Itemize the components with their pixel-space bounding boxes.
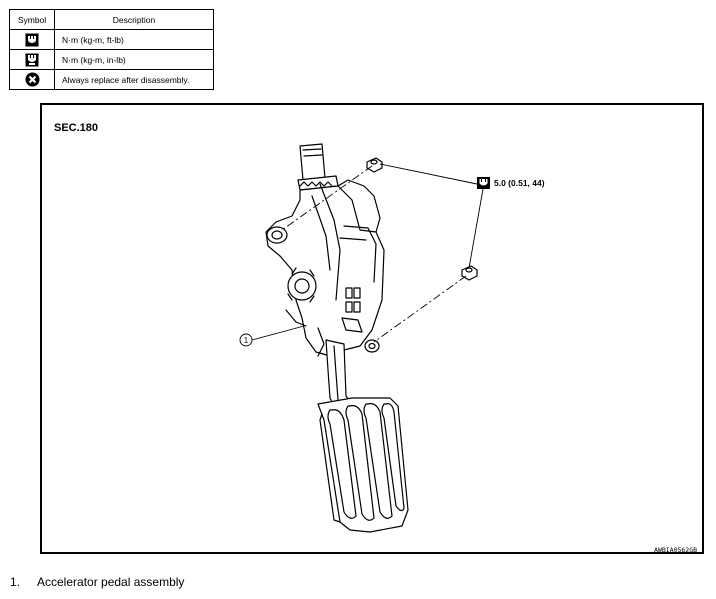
section-label: SEC.180	[54, 122, 99, 134]
legend-row: N·m (kg-m, in-lb)	[9, 49, 214, 70]
legend-row: Always replace after disassembly.	[9, 69, 214, 90]
lower-alignment-line	[373, 275, 467, 343]
image-code: AWBIA0562GB	[654, 546, 698, 554]
lower-nut	[461, 265, 478, 281]
upper-alignment-line	[281, 165, 373, 231]
part-number: 1.	[10, 575, 21, 589]
sensor-connector	[297, 143, 339, 191]
replace-icon	[25, 72, 39, 87]
pedal-pad	[317, 397, 409, 533]
torque-leader-upper	[379, 163, 478, 185]
torque-leader-lower	[468, 188, 484, 269]
torque-wrench-icon	[477, 177, 490, 189]
torque-wrench-icon	[25, 33, 39, 46]
upper-nut	[366, 157, 383, 173]
parts-list-item: 1. Accelerator pedal assembly	[10, 575, 184, 589]
symbol-legend-table: Symbol Description N·m (kg-m, ft-lb) N·m…	[9, 9, 214, 90]
callout-1: 1	[239, 325, 305, 347]
part-name: Accelerator pedal assembly	[37, 575, 185, 589]
callout-number: 1	[244, 336, 249, 345]
torque-wrench-inlb-icon	[25, 53, 39, 66]
legend-description: Always replace after disassembly.	[54, 69, 214, 90]
pedal-bracket	[265, 179, 385, 357]
figure-frame	[40, 103, 704, 554]
torque-spec-label: 5.0 (0.51, 44)	[494, 178, 545, 188]
